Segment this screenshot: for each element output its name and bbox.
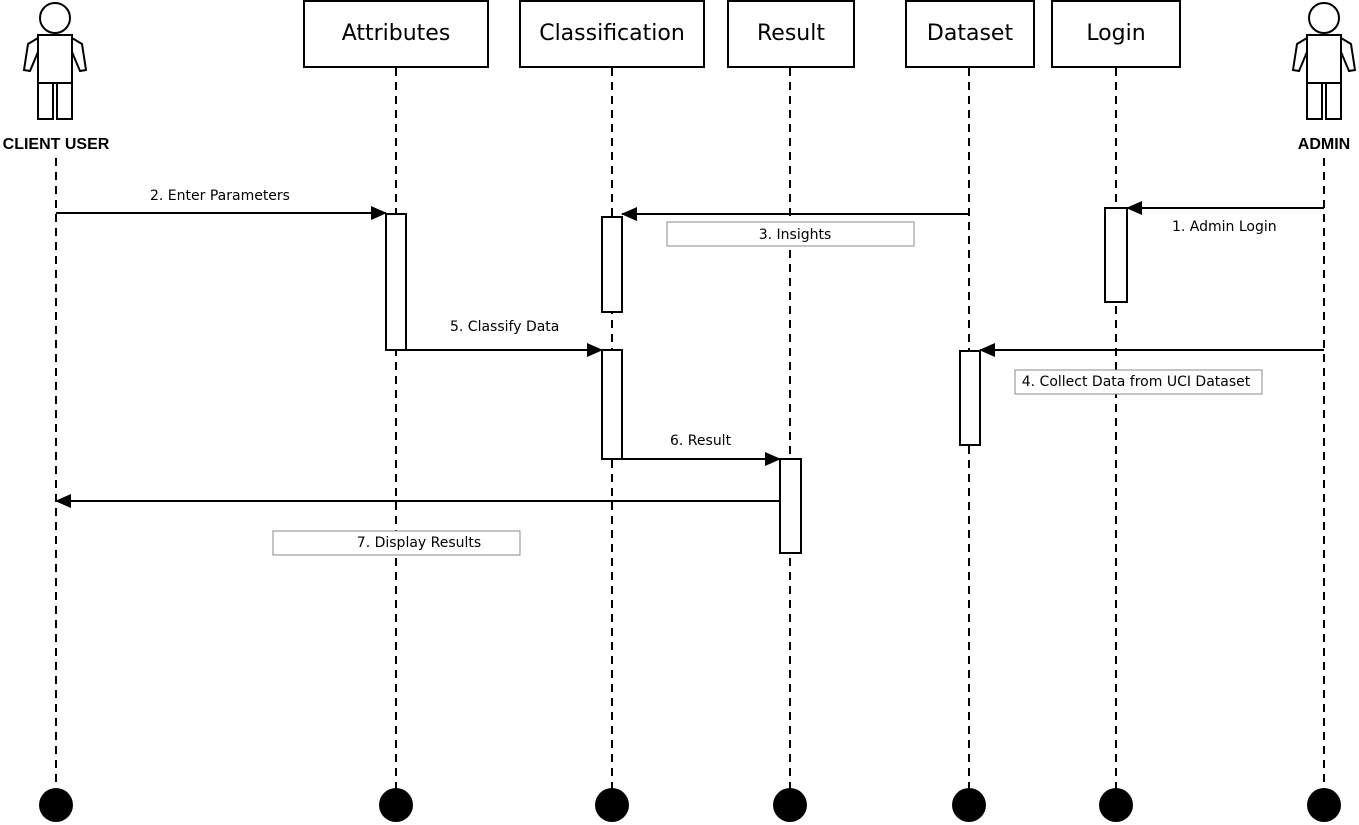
actor-label-client-user: CLIENT USER: [3, 136, 110, 153]
lifeline-end-markers: [39, 788, 1341, 822]
end-marker-result: [773, 788, 807, 822]
message-label-display-results: 7. Display Results: [357, 535, 481, 551]
end-marker-attributes: [379, 788, 413, 822]
message-label-collect-data: 4. Collect Data from UCI Dataset: [1022, 374, 1251, 390]
object-label-result: Result: [757, 21, 825, 46]
object-login: Login: [1051, 0, 1181, 68]
object-box-classification: [519, 0, 705, 68]
actor-client-user-right-arm: [71, 36, 88, 73]
message-label-insights: 3. Insights: [759, 227, 832, 243]
object-box-dataset: [905, 0, 1035, 68]
object-box-attributes: [303, 0, 489, 68]
actor-admin: [1291, 2, 1357, 120]
actor-client-user-head: [39, 2, 71, 34]
end-marker-classification: [595, 788, 629, 822]
object-label-classification: Classification: [539, 21, 685, 46]
object-label-login: Login: [1086, 21, 1145, 46]
message-label-result: 6. Result: [670, 433, 732, 449]
actor-client-user-left-arm: [22, 36, 39, 73]
actor-client-user-right-leg: [56, 82, 73, 120]
message-label-admin-login: 1. Admin Login: [1172, 219, 1277, 235]
object-result: Result: [727, 0, 855, 68]
object-attributes: Attributes: [303, 0, 489, 68]
actor-client-user-body: [37, 34, 73, 84]
end-marker-login: [1099, 788, 1133, 822]
actor-admin-left-leg: [1306, 82, 1323, 120]
message-note-box-insights: [666, 221, 915, 247]
object-box-result: [727, 0, 855, 68]
object-box-login: [1051, 0, 1181, 68]
end-marker-client-user: [39, 788, 73, 822]
message-note-box-collect-data: [1014, 369, 1263, 395]
message-note-insights: 3. Insights: [666, 221, 915, 247]
object-label-dataset: Dataset: [927, 21, 1014, 46]
actor-admin-right-arm: [1340, 36, 1357, 73]
message-label-enter-parameters: 2. Enter Parameters: [150, 188, 290, 204]
object-dataset: Dataset: [905, 0, 1035, 68]
message-label-classify-data: 5. Classify Data: [450, 319, 559, 335]
activation-bar-dataset: [959, 350, 981, 446]
activation-bar-classification-1: [601, 216, 623, 313]
message-note-box-display-results: [272, 530, 521, 556]
activation-bar-result: [779, 458, 802, 554]
object-label-attributes: Attributes: [342, 21, 451, 46]
activation-bar-login: [1104, 207, 1128, 303]
message-arrows: [55, 201, 1324, 508]
activation-bars: [385, 207, 1128, 554]
actor-client-user-left-leg: [37, 82, 54, 120]
actor-admin-head: [1308, 2, 1340, 34]
lifelines: [55, 68, 1325, 790]
message-note-collect-data: 4. Collect Data from UCI Dataset: [1014, 369, 1263, 395]
actor-admin-body: [1306, 34, 1342, 84]
message-note-display-results: 7. Display Results: [272, 530, 521, 556]
object-classification: Classification: [519, 0, 705, 68]
actor-client-user: [22, 2, 88, 120]
actor-admin-right-leg: [1325, 82, 1342, 120]
end-marker-dataset: [952, 788, 986, 822]
activation-bar-attributes: [385, 213, 407, 351]
activation-bar-classification-2: [601, 349, 623, 460]
end-marker-admin: [1307, 788, 1341, 822]
actor-label-admin: ADMIN: [1298, 136, 1350, 153]
actor-admin-left-arm: [1291, 36, 1308, 73]
